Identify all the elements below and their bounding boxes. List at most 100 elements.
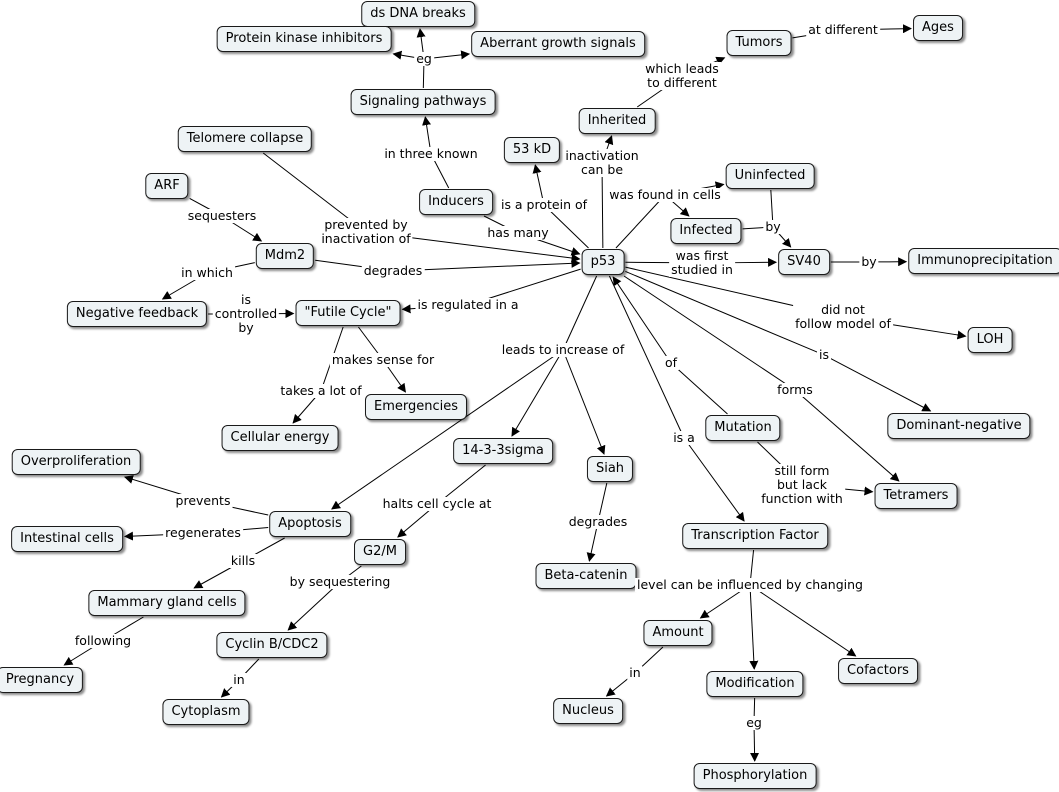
connector-still_form-tetramers	[843, 486, 874, 496]
connector-uninfected-by1	[770, 189, 774, 222]
concept-mammary-gland-cells[interactable]: Mammary gland cells	[88, 590, 246, 616]
concept-phosphorylation[interactable]: Phosphorylation	[693, 763, 817, 789]
concept-aberrant-growth-signals[interactable]: Aberrant growth signals	[471, 31, 645, 57]
link-is-controlled-by: is controlled by	[212, 292, 280, 335]
concept-transcription-factor[interactable]: Transcription Factor	[682, 523, 828, 549]
connector-apoptosis-regenerates	[241, 527, 269, 531]
connector-following-pregnancy	[63, 646, 94, 666]
concept-intestinal-cells[interactable]: Intestinal cells	[11, 526, 123, 552]
connector-inducers-has_many	[483, 215, 507, 228]
concept-infected[interactable]: Infected	[670, 218, 742, 244]
concept-cofactors[interactable]: Cofactors	[838, 658, 918, 684]
link-eg: eg	[414, 51, 434, 66]
concept-nucleus[interactable]: Nucleus	[553, 698, 623, 724]
connector-apoptosis-prevents	[230, 506, 269, 516]
connector-by_seq-cyclin	[287, 587, 334, 631]
concept-ds-dna-breaks[interactable]: ds DNA breaks	[361, 1, 475, 27]
concept-siah[interactable]: Siah	[586, 456, 634, 482]
connector-inducers-three_known	[433, 159, 450, 189]
connector-signaling-eg1	[422, 64, 425, 89]
connector-level_changing-modification	[749, 590, 759, 670]
connector-three_known-signaling	[422, 116, 431, 149]
connector-is1-domneg	[829, 357, 932, 412]
concept-apoptosis[interactable]: Apoptosis	[269, 511, 351, 537]
concept-beta-catenin[interactable]: Beta-catenin	[535, 563, 637, 589]
connector-inact_can-inherited	[604, 135, 614, 151]
link-which-leads-to-different: which leads to different	[643, 61, 721, 90]
concept-tumors[interactable]: Tumors	[726, 30, 792, 56]
connector-telomere-prevented	[262, 152, 350, 220]
link-is-a-protein-of: is a protein of	[498, 197, 590, 212]
connector-found_cells-infected	[671, 200, 690, 217]
connector-makes_sense-emergencies	[386, 365, 406, 393]
link-in-which: in which	[179, 265, 235, 280]
link-prevents: prevents	[173, 493, 233, 508]
concept-uninfected[interactable]: Uninfected	[725, 163, 815, 189]
connector-did_not-loh	[891, 324, 967, 340]
connector-level_changing-cofactors	[758, 590, 857, 657]
connector-inherited-leads_diff	[636, 88, 664, 108]
connector-level_changing-amount	[699, 590, 742, 619]
concept-14-3-3sigma[interactable]: 14-3-3sigma	[453, 438, 553, 464]
connector-siah-degrades2	[598, 482, 608, 517]
concept-cyclin-b-cdc2[interactable]: Cyclin B/CDC2	[216, 632, 328, 658]
link-forms: forms	[775, 382, 815, 397]
concept-cytoplasm[interactable]: Cytoplasm	[162, 699, 250, 725]
connector-p53-is1	[625, 270, 819, 353]
concept-arf[interactable]: ARF	[145, 173, 189, 199]
concept-signaling-pathways[interactable]: Signaling pathways	[350, 89, 496, 115]
concept-cellular-energy[interactable]: Cellular energy	[221, 425, 339, 451]
connector-in2-nucleus	[605, 678, 629, 697]
concept-overproliferation[interactable]: Overproliferation	[11, 449, 141, 475]
connector-takes_lot-cellenergy	[292, 396, 317, 424]
concept-futile-cycle[interactable]: "Futile Cycle"	[295, 300, 401, 326]
connector-eg1-pki	[392, 50, 416, 60]
concept-immunoprecipitation[interactable]: Immunoprecipitation	[908, 248, 1059, 274]
concept-g2m[interactable]: G2/M	[354, 539, 406, 565]
connector-in1-cytoplasm	[220, 685, 234, 698]
concept-mutation[interactable]: Mutation	[705, 415, 781, 441]
connector-at_diff-ages	[878, 24, 912, 34]
link-degrades: degrades	[566, 514, 630, 529]
concept-mdm2[interactable]: Mdm2	[255, 243, 315, 269]
connector-mutation-of1	[677, 368, 728, 415]
connector-p53-inact_can	[601, 175, 604, 249]
link-kills: kills	[228, 553, 258, 568]
connector-by1-sv40	[777, 232, 792, 248]
link-in: in	[231, 672, 247, 687]
link-by: by	[859, 254, 879, 269]
concept-tetramers[interactable]: Tetramers	[874, 483, 958, 509]
concept-sv40[interactable]: SV40	[778, 249, 830, 275]
concept-inducers[interactable]: Inducers	[419, 189, 493, 215]
connector-leads_increase-siah	[564, 355, 606, 455]
concept-ages[interactable]: Ages	[913, 15, 963, 41]
link-eg: eg	[744, 715, 764, 730]
concept-p53[interactable]: p53	[581, 249, 625, 275]
link-leads-to-increase-of: leads to increase of	[499, 342, 627, 357]
concept-negative-feedback[interactable]: Negative feedback	[66, 301, 208, 327]
link-in: in	[627, 665, 643, 680]
concept-emergencies[interactable]: Emergencies	[364, 394, 468, 420]
concept-pregnancy[interactable]: Pregnancy	[0, 667, 84, 693]
connector-is_a-tf	[687, 443, 745, 522]
link-following: following	[72, 633, 134, 648]
connector-prevented-p53	[411, 237, 581, 263]
connector-degrades2-betacat	[586, 527, 598, 562]
link-level-can-be-influenced-by-changing: level can be influenced by changing	[635, 577, 865, 592]
concept-modification[interactable]: Modification	[706, 671, 804, 697]
concept-dominant-negative[interactable]: Dominant-negative	[887, 413, 1031, 439]
concept-amount[interactable]: Amount	[643, 620, 713, 646]
connector-tumors-at_diff	[792, 35, 808, 39]
concept-inherited[interactable]: Inherited	[578, 108, 656, 134]
concept-53-kd[interactable]: 53 kD	[503, 137, 561, 163]
connector-leads_increase-apoptosis	[331, 355, 555, 510]
connector-apoptosis-kills	[253, 537, 285, 556]
concept-protein-kinase-inhibitors[interactable]: Protein kinase inhibitors	[216, 26, 392, 52]
concept-telomere-collapse[interactable]: Telomere collapse	[177, 126, 313, 152]
connector-eg1-ds_dna	[416, 28, 426, 54]
link-of: of	[662, 355, 680, 370]
concept-loh[interactable]: LOH	[967, 327, 1013, 353]
connector-sigma-halts	[444, 464, 486, 499]
